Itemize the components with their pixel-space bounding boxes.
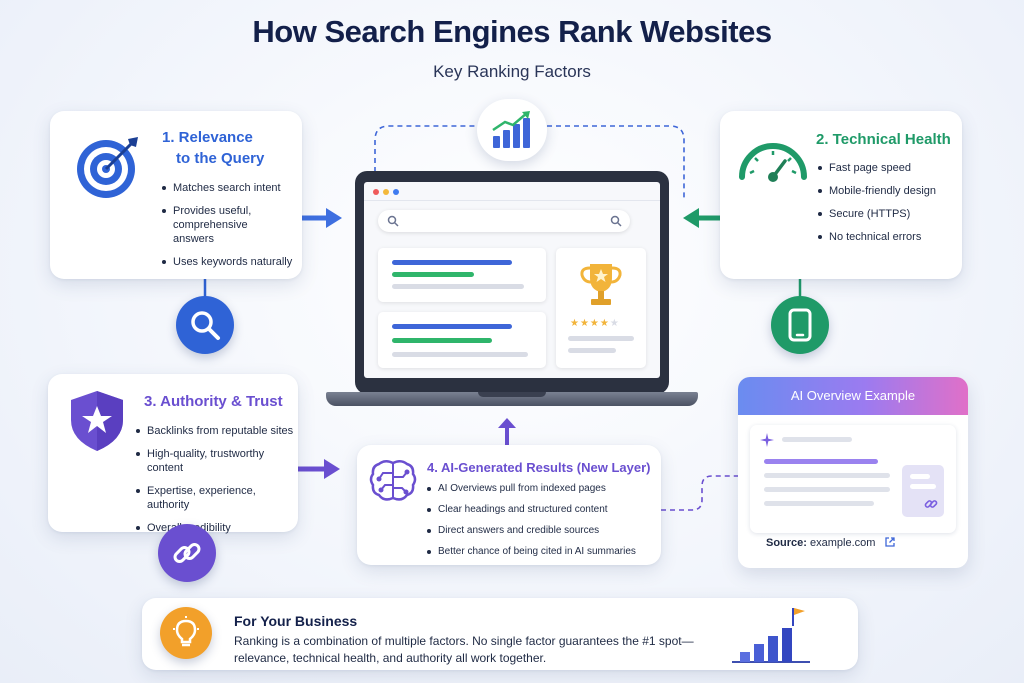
trend-chart-icon xyxy=(492,111,530,148)
authority-bullets: Backlinks from reputable sites High-qual… xyxy=(136,424,296,544)
bar-chart-flag-icon xyxy=(732,608,810,663)
ai-overview-card: AI Overview Example Source: example.com xyxy=(738,377,968,568)
technical-title: 2. Technical Health xyxy=(816,131,951,148)
technical-card: 2. Technical Health Fast page speed Mobi… xyxy=(720,111,962,279)
business-panel xyxy=(142,598,858,670)
authority-card: 3. Authority & Trust Backlinks from repu… xyxy=(48,374,298,534)
ai-source-thumbnail xyxy=(902,465,944,517)
list-item: Overall credibility xyxy=(136,521,296,535)
smartphone-icon xyxy=(788,308,812,342)
ai-source-label[interactable]: Source: example.com xyxy=(766,537,895,549)
link-icon xyxy=(924,500,938,508)
list-item: Expertise, experience, authority xyxy=(136,484,296,512)
list-item: No technical errors xyxy=(818,230,958,244)
speedometer-icon xyxy=(739,143,807,182)
relevance-title-line2: to the Query xyxy=(176,150,265,167)
search-result-card xyxy=(378,248,546,302)
relevance-title-line1: 1. Relevance xyxy=(162,129,253,146)
list-item: Better chance of being cited in AI summa… xyxy=(427,545,659,559)
laptop-base xyxy=(326,392,698,406)
shield-star-icon xyxy=(71,391,123,451)
list-item: Clear headings and structured content xyxy=(427,503,659,517)
authority-title: 3. Authority & Trust xyxy=(144,393,283,410)
relevance-bullets: Matches search intent Provides useful, c… xyxy=(162,181,298,278)
link-circle xyxy=(158,524,216,582)
ai-overview-content xyxy=(750,425,956,533)
lightbulb-circle xyxy=(160,607,212,659)
brain-circuit-icon xyxy=(369,460,417,501)
list-item: High-quality, trustworthy content xyxy=(136,447,296,475)
window-dot-red xyxy=(373,189,379,195)
mobile-circle xyxy=(771,296,829,354)
search-circle xyxy=(176,296,234,354)
page-title: How Search Engines Rank Websites xyxy=(252,14,772,49)
business-title: For Your Business xyxy=(234,613,358,629)
ai-overview-header: AI Overview Example xyxy=(738,377,968,415)
search-bar[interactable] xyxy=(378,210,630,232)
link-icon xyxy=(173,543,201,563)
list-item: Uses keywords naturally xyxy=(162,255,298,269)
laptop-screen: ★★★★★ xyxy=(364,182,660,378)
page-subtitle: Key Ranking Factors xyxy=(433,62,591,81)
list-item: Secure (HTTPS) xyxy=(818,207,958,221)
rating-stars: ★★★★★ xyxy=(570,318,620,329)
list-item: Mobile-friendly design xyxy=(818,184,958,198)
list-item: AI Overviews pull from indexed pages xyxy=(427,482,659,496)
list-item: Matches search intent xyxy=(162,181,298,195)
window-dot-blue xyxy=(393,189,399,195)
list-item: Direct answers and credible sources xyxy=(427,524,659,538)
business-text: Ranking is a combination of multiple fac… xyxy=(234,634,694,665)
trophy-icon xyxy=(580,264,622,305)
top-result-card: ★★★★★ xyxy=(556,248,646,368)
list-item: Backlinks from reputable sites xyxy=(136,424,296,438)
list-item: Fast page speed xyxy=(818,161,958,175)
technical-bullets: Fast page speed Mobile-friendly design S… xyxy=(818,161,958,253)
search-icon xyxy=(387,215,399,227)
ai-title: 4. AI-Generated Results (New Layer) xyxy=(427,460,651,475)
search-icon xyxy=(610,215,622,227)
external-link-icon xyxy=(884,537,895,547)
relevance-card: 1. Relevance to the Query Matches search… xyxy=(50,111,302,279)
ai-card: 4. AI-Generated Results (New Layer) AI O… xyxy=(357,445,661,565)
ai-bullets: AI Overviews pull from indexed pages Cle… xyxy=(427,482,659,566)
magnifier-icon xyxy=(191,311,220,340)
target-icon xyxy=(77,137,138,198)
search-result-card xyxy=(378,312,546,368)
window-dot-yellow xyxy=(383,189,389,195)
trend-badge xyxy=(477,99,547,161)
lightbulb-icon xyxy=(173,616,199,647)
sparkle-icon xyxy=(760,433,774,447)
laptop-notch xyxy=(478,392,546,397)
